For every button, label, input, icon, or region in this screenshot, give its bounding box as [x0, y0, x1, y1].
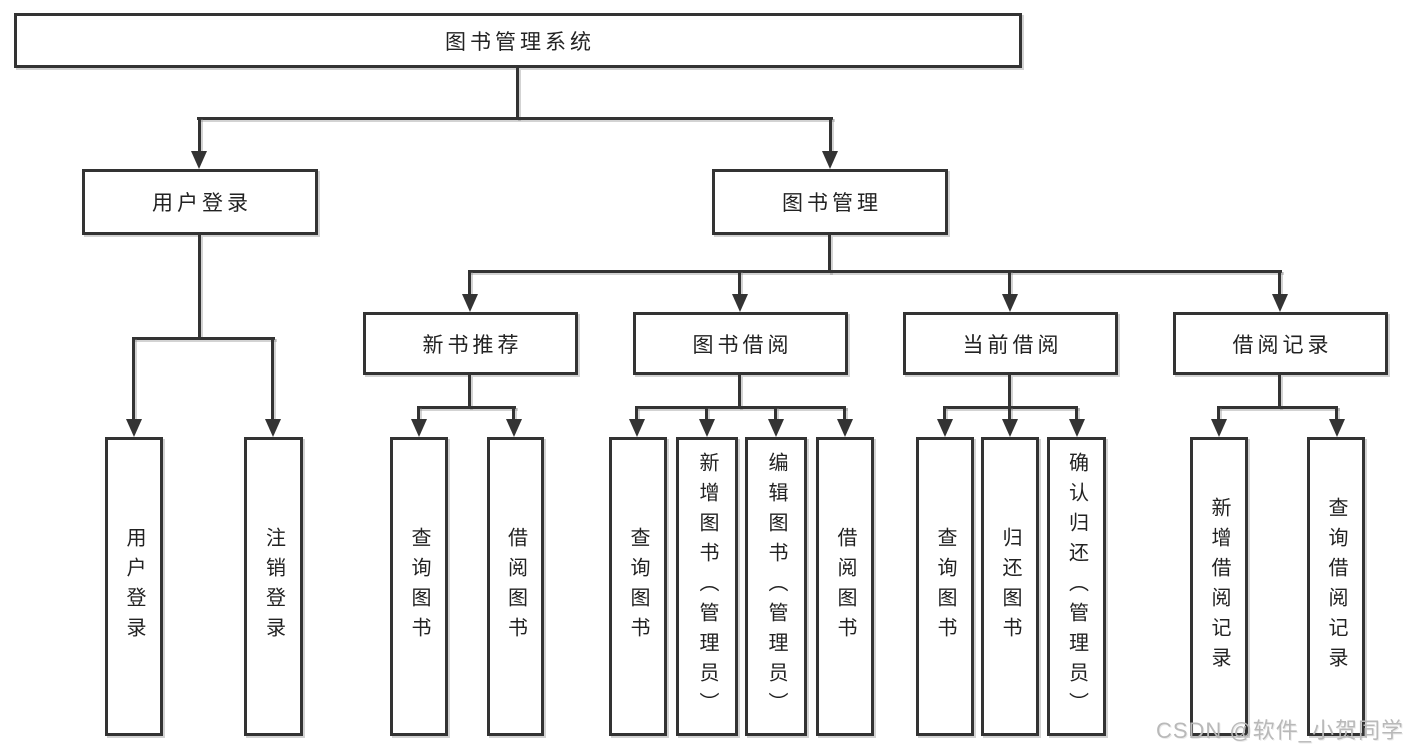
connector-line — [512, 406, 515, 422]
node-book-management-label: 图书管理 — [782, 192, 882, 215]
leaf-logout: 注销登录 — [244, 437, 303, 736]
arrowhead-icon — [1069, 419, 1085, 437]
leaf-record-search-borrow-record: 查询借阅记录 — [1307, 437, 1365, 736]
arrowhead-icon — [1002, 419, 1018, 437]
leaf-record-search-borrow-record-label: 查询借阅记录 — [1325, 496, 1347, 677]
leaf-current-return-books: 归还图书 — [981, 437, 1039, 736]
arrowhead-icon — [191, 151, 207, 169]
arrowhead-icon — [1002, 294, 1018, 312]
arrowhead-icon — [265, 419, 281, 437]
leaf-logout-label: 注销登录 — [262, 526, 285, 647]
node-borrowing-records: 借阅记录 — [1173, 312, 1388, 375]
arrowhead-icon — [462, 294, 478, 312]
arrowhead-icon — [937, 419, 953, 437]
connector-line — [636, 406, 846, 409]
connector-line — [828, 235, 831, 273]
connector-line — [829, 117, 832, 153]
arrowhead-icon — [1211, 419, 1227, 437]
arrowhead-icon — [411, 419, 427, 437]
node-current-borrowing: 当前借阅 — [903, 312, 1118, 375]
connector-line — [468, 270, 471, 296]
node-root-label: 图书管理系统 — [445, 30, 595, 54]
node-new-book-recommend: 新书推荐 — [363, 312, 578, 375]
connector-line — [705, 406, 708, 422]
connector-line — [197, 117, 833, 120]
node-user-login: 用户登录 — [82, 169, 318, 235]
leaf-newbook-search-books-label: 查询图书 — [408, 526, 430, 647]
leaf-current-return-books-label: 归还图书 — [999, 526, 1021, 647]
leaf-record-add-borrow-record-label: 新增借阅记录 — [1208, 496, 1230, 677]
connector-line — [738, 270, 741, 296]
leaf-borrow-borrow-books-label: 借阅图书 — [834, 526, 856, 647]
leaf-borrow-add-books-admin-label: 新增图书（管理员） — [696, 451, 718, 722]
leaf-newbook-search-books: 查询图书 — [390, 437, 448, 736]
node-root: 图书管理系统 — [14, 13, 1022, 68]
arrowhead-icon — [1272, 294, 1288, 312]
connector-line — [417, 406, 516, 409]
leaf-newbook-borrow-books-label: 借阅图书 — [504, 526, 527, 647]
node-book-borrowing: 图书借阅 — [633, 312, 848, 375]
connector-line — [843, 406, 846, 422]
connector-line — [738, 375, 741, 408]
connector-line — [469, 270, 1282, 273]
node-book-management: 图书管理 — [712, 169, 948, 235]
arrowhead-icon — [699, 419, 715, 437]
connector-line — [774, 406, 777, 422]
connector-line — [271, 337, 274, 421]
arrowhead-icon — [506, 419, 522, 437]
connector-line — [635, 406, 638, 422]
arrowhead-icon — [126, 419, 142, 437]
arrowhead-icon — [629, 419, 645, 437]
connector-line — [198, 235, 201, 338]
arrowhead-icon — [1329, 419, 1345, 437]
connector-line — [132, 337, 135, 421]
leaf-record-add-borrow-record: 新增借阅记录 — [1190, 437, 1248, 736]
connector-line — [1278, 270, 1281, 296]
connector-line — [1075, 406, 1078, 422]
node-user-login-label: 用户登录 — [152, 192, 252, 215]
connector-line — [1278, 375, 1281, 408]
arrowhead-icon — [732, 294, 748, 312]
node-book-borrowing-label: 图书借阅 — [692, 333, 793, 357]
arrowhead-icon — [822, 151, 838, 169]
leaf-borrow-add-books-admin: 新增图书（管理员） — [676, 437, 738, 736]
leaf-user-login-label: 用户登录 — [123, 526, 145, 647]
connector-line — [133, 337, 275, 340]
connector-line — [1008, 375, 1011, 408]
node-new-book-recommend-label: 新书推荐 — [422, 333, 523, 357]
connector-line — [1218, 406, 1338, 409]
connector-line — [468, 375, 471, 408]
connector-line — [944, 406, 1078, 409]
leaf-borrow-edit-books-admin-label: 编辑图书（管理员） — [765, 451, 787, 722]
node-current-borrowing-label: 当前借阅 — [962, 333, 1063, 357]
connector-line — [943, 406, 946, 422]
connector-line — [1217, 406, 1220, 422]
node-borrowing-records-label: 借阅记录 — [1232, 333, 1333, 357]
connector-line — [516, 68, 519, 119]
leaf-borrow-search-books-label: 查询图书 — [627, 526, 649, 647]
leaf-borrow-search-books: 查询图书 — [609, 437, 667, 736]
leaf-current-confirm-return-admin-label: 确认归还（管理员） — [1065, 451, 1088, 722]
connector-line — [198, 117, 201, 153]
connector-line — [417, 406, 420, 422]
csdn-watermark: CSDN @软件_小贺同学 — [1155, 718, 1404, 743]
leaf-current-search-books-label: 查询图书 — [934, 526, 956, 647]
connector-line — [1335, 406, 1338, 422]
leaf-current-confirm-return-admin: 确认归还（管理员） — [1047, 437, 1106, 736]
leaf-borrow-borrow-books: 借阅图书 — [816, 437, 874, 736]
connector-line — [1008, 270, 1011, 296]
leaf-borrow-edit-books-admin: 编辑图书（管理员） — [745, 437, 807, 736]
arrowhead-icon — [837, 419, 853, 437]
leaf-user-login: 用户登录 — [105, 437, 163, 736]
arrowhead-icon — [768, 419, 784, 437]
leaf-current-search-books: 查询图书 — [916, 437, 974, 736]
leaf-newbook-borrow-books: 借阅图书 — [487, 437, 544, 736]
connector-line — [1008, 406, 1011, 422]
